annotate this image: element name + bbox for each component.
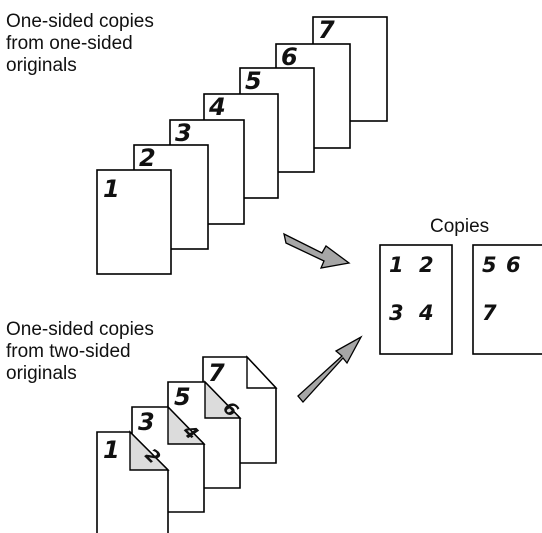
top-page-5-number: 5 — [245, 67, 262, 95]
sheet-1-front-number: 1 — [103, 436, 120, 464]
copy-sheet-1: 1 2 3 4 — [379, 244, 453, 355]
arrow-bottom-icon — [297, 335, 363, 403]
copies-title: Copies — [430, 216, 490, 237]
copy-sheet-2: 5 6 7 — [472, 244, 542, 355]
copy-2-page-5: 5 — [482, 253, 497, 277]
top-page-3-number: 3 — [175, 119, 192, 147]
copy-2-page-7: 7 — [482, 301, 497, 325]
arrow-top-icon — [283, 232, 351, 269]
sheet-5-front-number: 5 — [174, 383, 191, 411]
top-page-1 — [96, 169, 172, 275]
copy-2-page-6: 6 — [506, 253, 521, 277]
bottom-caption-line-3: originals — [6, 363, 77, 384]
bottom-original-stack: 7 5 6 3 4 1 2 — [96, 355, 278, 533]
top-page-2-number: 2 — [139, 144, 156, 172]
top-page-4-number: 4 — [208, 93, 226, 121]
top-page-1-number: 1 — [103, 175, 120, 203]
sheet-7-fold — [246, 355, 278, 389]
copy-1-page-3: 3 — [389, 301, 404, 325]
sheet-3-front-number: 3 — [138, 408, 155, 436]
copy-1-page-4: 4 — [418, 301, 434, 325]
sheet-5-6-fold — [204, 380, 242, 419]
sheet-7-front-number: 7 — [208, 359, 225, 387]
top-caption-line-3: originals — [6, 55, 77, 76]
bottom-caption: One-sided copies from two-sided original… — [6, 319, 154, 385]
top-caption-line-2: from one-sided — [6, 33, 133, 54]
copy-1-page-1: 1 — [389, 253, 404, 277]
top-page-6-number: 6 — [281, 43, 298, 71]
sheet-1-2-fold — [129, 430, 170, 471]
top-original-stack: 7 6 5 4 3 2 1 — [96, 16, 388, 275]
top-caption-line-1: One-sided copies — [6, 11, 154, 32]
top-page-7-number: 7 — [318, 16, 335, 44]
bottom-caption-line-2: from two-sided — [6, 341, 131, 362]
sheet-3-4-fold — [167, 405, 206, 445]
copy-1-page-2: 2 — [419, 253, 434, 277]
bottom-caption-line-1: One-sided copies — [6, 319, 154, 340]
top-caption: One-sided copies from one-sided original… — [6, 11, 154, 77]
sheet-1-2: 1 2 — [96, 430, 170, 533]
